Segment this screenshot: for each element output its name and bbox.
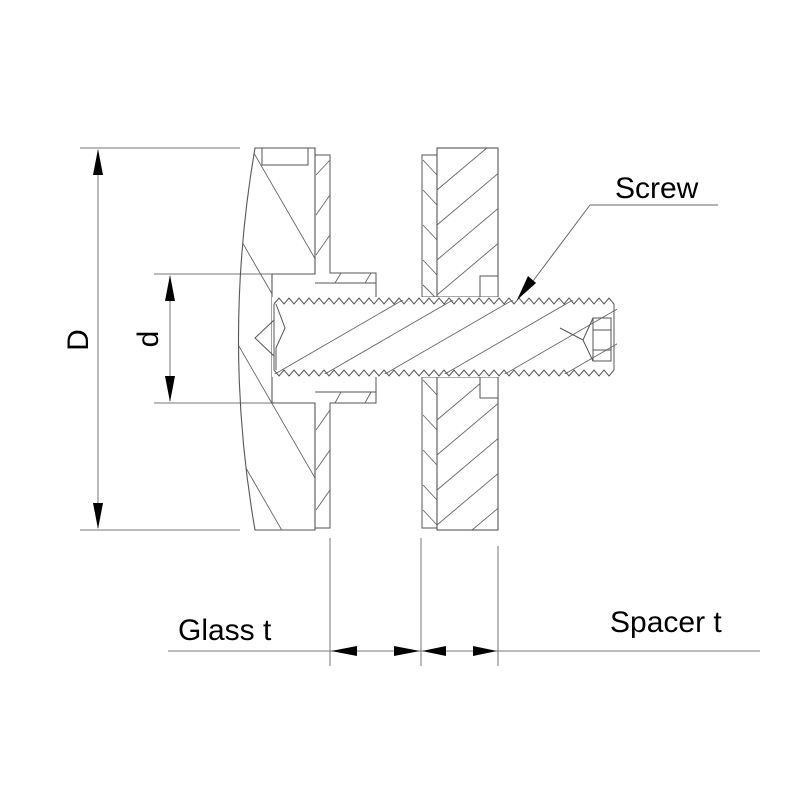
leader-arrow-icon: [517, 276, 536, 300]
threaded-screw: [254, 297, 617, 377]
arrow-up-icon: [165, 275, 175, 301]
glass-thickness-label: Glass t: [178, 614, 272, 647]
inner-diameter-label: d: [132, 331, 165, 348]
cap-head: [237, 147, 316, 531]
thread-top: [273, 297, 615, 305]
left-gasket: [315, 154, 377, 529]
spacer-thickness-label: Spacer t: [610, 606, 722, 639]
thickness-dimension: [168, 538, 760, 666]
screw-label: Screw: [615, 172, 699, 205]
thread-bottom: [273, 369, 615, 377]
arrow-down-icon: [165, 376, 175, 402]
arrow-down-icon: [93, 503, 103, 529]
hex-socket-icon: [559, 317, 612, 362]
screw-leader: [517, 204, 718, 300]
outer-diameter-dimension: [80, 147, 240, 531]
arrow-right-icon: [473, 646, 497, 656]
outer-diameter-label: D: [62, 329, 95, 351]
arrow-up-icon: [93, 149, 103, 175]
cap-top-recess: [261, 147, 309, 166]
arrow-right-icon: [394, 646, 420, 656]
arrow-left-icon: [331, 646, 357, 656]
arrow-left-icon: [422, 646, 446, 656]
